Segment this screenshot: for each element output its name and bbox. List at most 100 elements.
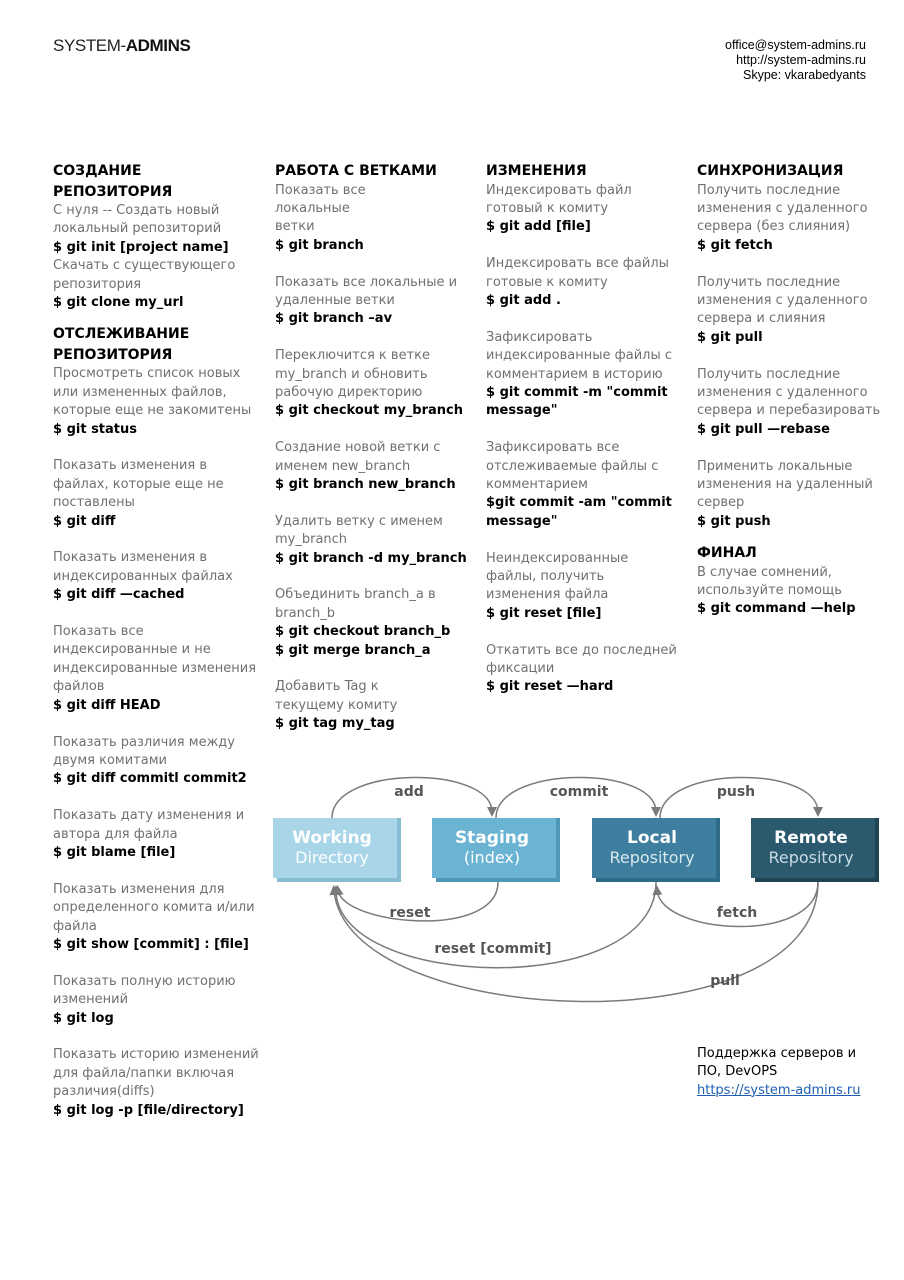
command: $ git pull: [697, 329, 763, 345]
logo: SYSTEM-ADMINS: [53, 36, 191, 55]
command: $ git add [file]: [486, 219, 591, 235]
svg-text:Staging: Staging: [455, 828, 529, 848]
command: $ git branch: [275, 237, 364, 253]
label-reset: reset: [390, 905, 431, 921]
heading-changes: ИЗМЕНЕНИЯ: [486, 163, 587, 179]
arrow-add: [331, 776, 497, 819]
box-local-face: [592, 818, 716, 878]
command: $ git command —help: [697, 601, 856, 617]
command: $ git fetch: [697, 237, 773, 253]
command: $ git reset —hard: [486, 679, 614, 695]
footer-line2: ПО, DevOPS: [697, 1064, 778, 1080]
command: $ git log: [53, 1010, 114, 1026]
command: $ git diff: [53, 513, 116, 529]
contact-skype: Skype: vkarabedyants: [743, 68, 866, 82]
command: $ git diff commitl commit2: [53, 771, 247, 787]
command: $ git diff —cached: [53, 587, 185, 603]
contact-block: office@system-admins.ru http://system-ad…: [725, 38, 866, 83]
arrow-fetch: [652, 881, 819, 928]
heading-final: ФИНАЛ: [697, 545, 757, 562]
command: $ git branch new_branch: [275, 476, 456, 492]
heading-branches: РАБОТА С ВЕТКАМИ: [275, 163, 437, 179]
command: $ git reset [file]: [486, 605, 602, 621]
command: $ git checkout my_branch: [275, 403, 464, 419]
command: $ git checkout branch_b: [275, 624, 451, 640]
command: $ git push: [697, 513, 771, 529]
arrow-reset: [333, 881, 499, 922]
svg-text:Working: Working: [292, 828, 372, 848]
box-working: Working Directory: [273, 818, 401, 882]
command: $ git show [commit] : [file]: [53, 936, 249, 952]
command: $ git branch –av: [275, 311, 393, 327]
box-local: Local Repository: [592, 818, 720, 882]
command: $ git add .: [486, 292, 561, 308]
label-commit: commit: [550, 784, 609, 800]
contact-url[interactable]: http://system-admins.ru: [736, 53, 866, 67]
footer-link[interactable]: https://system-admins.ru: [697, 1082, 861, 1098]
box-working-face: [273, 818, 397, 878]
command: $ git tag my_tag: [275, 716, 395, 732]
box-remote-face: [751, 818, 875, 878]
svg-text:(index): (index): [464, 848, 520, 867]
svg-text:Remote: Remote: [774, 828, 848, 848]
box-staging-face: [432, 818, 556, 878]
footer-support: Поддержка серверов и ПО, DevOPS https://…: [697, 1045, 861, 1100]
svg-text:Directory: Directory: [295, 848, 369, 867]
footer-line1: Поддержка серверов и: [697, 1046, 857, 1061]
arrow-reset-commit: [331, 881, 657, 969]
command: $ git merge branch_a: [275, 642, 431, 658]
label-fetch: fetch: [717, 905, 758, 921]
svg-text:Repository: Repository: [768, 848, 853, 867]
command: $ git branch -d my_branch: [275, 550, 467, 566]
command: $ git status: [53, 421, 138, 437]
label-pull: pull: [710, 973, 740, 989]
box-staging: Staging (index): [432, 818, 560, 882]
label-push: push: [717, 784, 755, 800]
svg-text:Repository: Repository: [609, 848, 694, 867]
svg-text:Local: Local: [627, 828, 677, 848]
command: $ git diff HEAD: [53, 697, 161, 713]
label-add: add: [394, 784, 424, 800]
box-remote: Remote Repository: [751, 818, 879, 882]
command: $ git log -p [file/directory]: [53, 1102, 244, 1118]
command: $ git clone my_url: [53, 295, 184, 311]
contact-email[interactable]: office@system-admins.ru: [725, 38, 866, 52]
heading-sync: СИНХРОНИЗАЦИЯ: [697, 163, 844, 179]
